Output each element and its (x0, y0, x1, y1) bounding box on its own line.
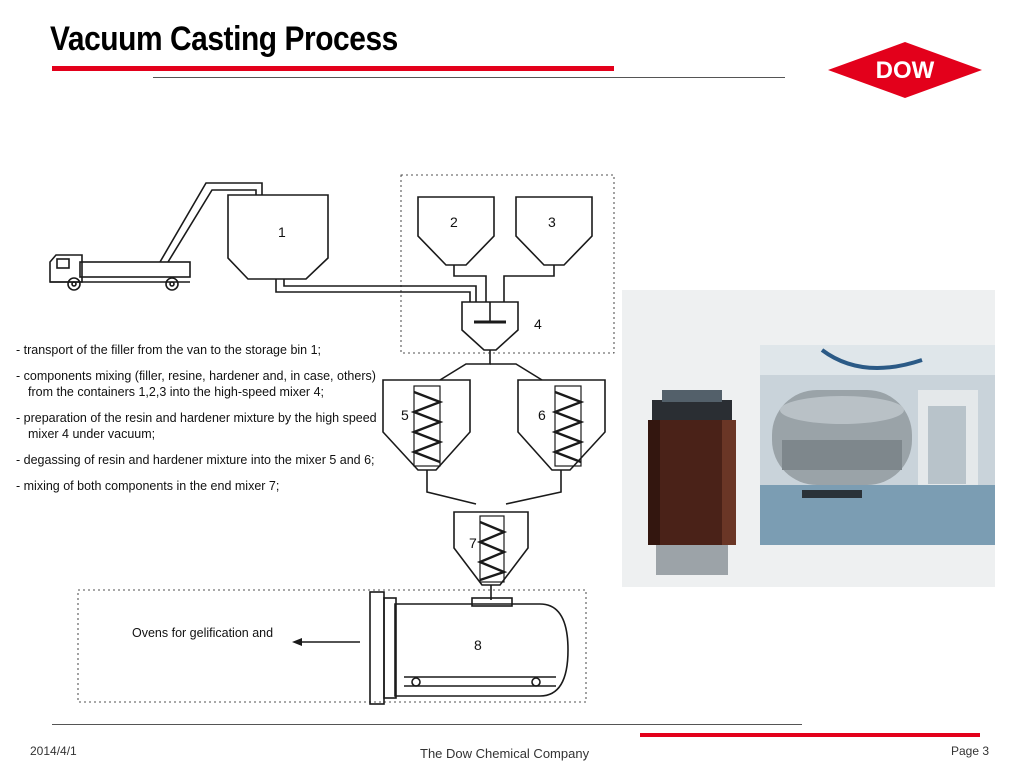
bin-3 (515, 196, 593, 266)
footer-rule (52, 724, 802, 725)
step-degassing: - degassing of resin and hardener mixtur… (16, 453, 375, 467)
delivery-truck (49, 254, 191, 291)
slide-title: Vacuum Casting Process (50, 20, 398, 58)
oven-arrow-head (292, 638, 302, 646)
oven-8 (369, 591, 569, 705)
label-mixer-5: 5 (401, 407, 409, 423)
step-components-mixing: - components mixing (filler, resine, har… (16, 369, 376, 399)
dow-logo-text: DOW (876, 57, 935, 84)
step-transport: - transport of the filler from the van t… (16, 343, 322, 357)
casting-mould (648, 390, 736, 575)
mixer-5 (382, 379, 471, 471)
equipment-photo-illustration (622, 290, 995, 587)
label-bin-1: 1 (278, 224, 286, 240)
label-mixer-7: 7 (469, 535, 477, 551)
footer-date: 2014/4/1 (30, 744, 77, 758)
footer-accent-bar (640, 733, 980, 737)
lower-dotted-frame (77, 589, 587, 703)
step-vacuum-preparation: - preparation of the resin and hardener … (16, 411, 377, 441)
equipment-photo (622, 290, 995, 587)
dow-logo: DOW (828, 42, 982, 98)
process-steps: - transport of the filler from the van t… (16, 342, 381, 504)
bin-2 (417, 196, 495, 266)
mixer-7 (453, 511, 529, 586)
label-mixer-6: 6 (538, 407, 546, 423)
step-end-mixing: - mixing of both components in the end m… (16, 479, 280, 493)
mixer-4 (461, 301, 519, 351)
footer-company: The Dow Chemical Company (420, 746, 590, 761)
label-oven-8: 8 (474, 637, 482, 653)
upper-dotted-frame (400, 174, 615, 354)
label-mixer-4: 4 (534, 316, 542, 332)
bin-1 (227, 194, 329, 280)
footer-page-number: Page 3 (951, 744, 990, 758)
oven-note: Ovens for gelification and (132, 626, 274, 640)
filler-pipe (159, 182, 263, 263)
title-rule (153, 77, 785, 78)
label-bin-3: 3 (548, 214, 556, 230)
mixer-6 (517, 379, 606, 471)
label-bin-2: 2 (450, 214, 458, 230)
title-accent-bar (52, 66, 614, 71)
